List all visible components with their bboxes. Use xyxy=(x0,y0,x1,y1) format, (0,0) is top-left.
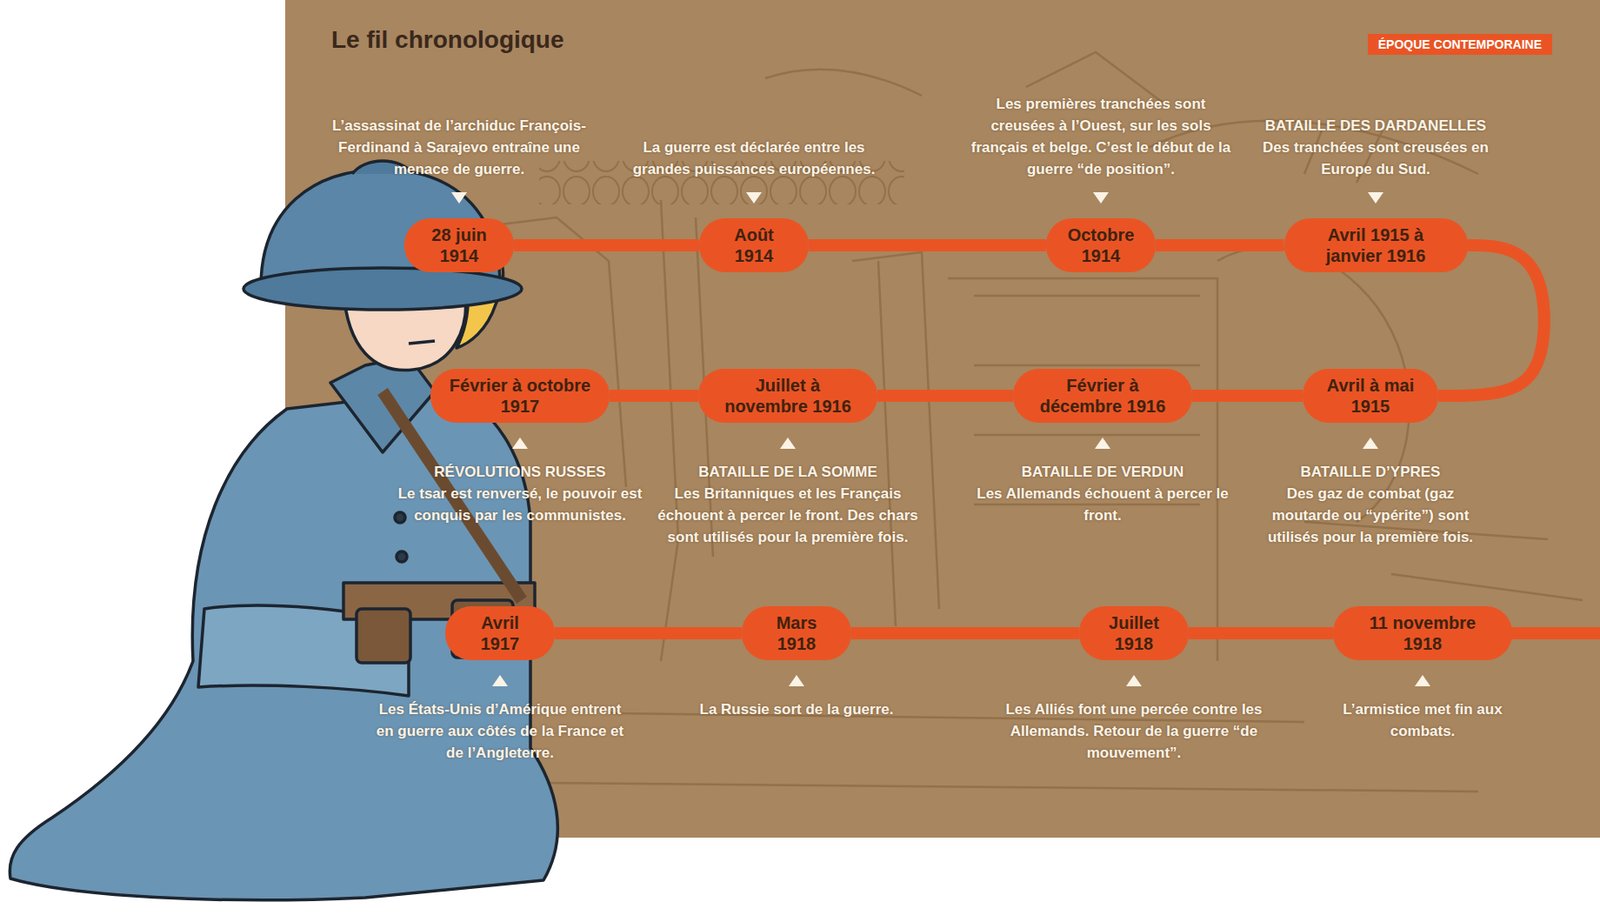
event-text: Le tsar est renversé, le pouvoir est con… xyxy=(393,482,647,527)
event-description: BATAILLE DE LA SOMMELes Britanniques et … xyxy=(653,460,923,548)
date-text: Août 1914 xyxy=(714,224,794,267)
timeline-link xyxy=(877,389,1014,402)
event-text: Des gaz de combat (gaz moutarde ou “ypér… xyxy=(1253,482,1488,548)
event-text: Les Allemands échouent à percer le front… xyxy=(976,482,1229,527)
timeline-link xyxy=(1155,239,1285,252)
event-heading: BATAILLE DES DARDANELLES xyxy=(1245,114,1507,137)
event-heading: RÉVOLUTIONS RUSSES xyxy=(393,460,647,483)
pouch xyxy=(356,608,411,663)
date-text: Février à décembre 1916 xyxy=(1028,374,1177,417)
event-description: La guerre est déclarée entre les grandes… xyxy=(623,136,885,180)
date-pill: Juillet 1918Les Alliés font une percée c… xyxy=(1079,606,1189,660)
pointer-triangle xyxy=(512,437,528,449)
timeline-link xyxy=(513,239,700,252)
date-pill: Août 1914La guerre est déclarée entre le… xyxy=(699,218,809,273)
date-pill: Juillet à novembre 1916BATAILLE DE LA SO… xyxy=(698,368,878,423)
event-description: BATAILLE DE VERDUNLes Allemands échouent… xyxy=(976,460,1229,527)
event-description: Les Alliés font une percée contre les Al… xyxy=(1003,698,1265,764)
event-description: BATAILLE DES DARDANELLESDes tranchées so… xyxy=(1245,114,1507,180)
pointer-triangle xyxy=(780,437,796,449)
button xyxy=(394,512,406,523)
date-pill: Mars 1918La Russie sort de la guerre. xyxy=(741,606,852,660)
date-pill: Février à octobre 1917RÉVOLUTIONS RUSSES… xyxy=(430,368,610,423)
event-text: La guerre est déclarée entre les grandes… xyxy=(623,136,885,180)
pointer-triangle xyxy=(1367,192,1384,204)
label-group: ÉPOQUE CONTEMPORAINE xyxy=(1367,33,1553,55)
timeline-link xyxy=(609,389,699,402)
date-text: Mars 1918 xyxy=(757,612,836,654)
pointer-triangle xyxy=(1362,437,1379,449)
event-text: Des tranchées sont creusées en Europe du… xyxy=(1245,136,1507,180)
timeline-link xyxy=(808,239,1047,252)
date-text: Février à octobre 1917 xyxy=(446,374,594,417)
pointer-triangle xyxy=(1093,192,1109,204)
date-pill: 11 novembre 1918L’armistice met fin aux … xyxy=(1333,606,1513,660)
helmet-brim xyxy=(243,267,522,310)
event-description: RÉVOLUTIONS RUSSESLe tsar est renversé, … xyxy=(393,460,647,527)
diagram-title: Le fil chronologique xyxy=(331,26,565,54)
date-text: 11 novembre 1918 xyxy=(1348,612,1497,654)
panel xyxy=(285,0,1600,838)
timeline-link xyxy=(1192,389,1303,402)
event-heading: BATAILLE DE VERDUN xyxy=(976,460,1229,483)
event-text: L’armistice met fin aux combats. xyxy=(1309,698,1536,742)
event-text: Les États-Unis d’Amérique entrent en gue… xyxy=(369,698,631,764)
event-description: La Russie sort de la guerre. xyxy=(683,698,910,720)
event-heading: BATAILLE DE LA SOMME xyxy=(653,460,923,483)
event-description: L’assassinat de l’archiduc François-Ferd… xyxy=(328,114,590,180)
event-description: Les États-Unis d’Amérique entrent en gue… xyxy=(369,698,631,764)
pointer-triangle xyxy=(746,192,762,204)
date-pill: Octobre 1914Les premières tranchées sont… xyxy=(1046,218,1156,273)
date-text: Octobre 1914 xyxy=(1061,224,1140,267)
event-text: L’assassinat de l’archiduc François-Ferd… xyxy=(328,114,590,180)
date-text: Avril 1917 xyxy=(460,612,540,654)
period-tag: ÉPOQUE CONTEMPORAINE xyxy=(1367,33,1553,55)
pointer-triangle xyxy=(1126,674,1142,687)
date-text: Avril 1915 à janvier 1916 xyxy=(1300,224,1453,267)
event-description: BATAILLE D’YPRESDes gaz de combat (gaz m… xyxy=(1253,460,1488,548)
date-pill: Avril à mai 1915BATAILLE D’YPRESDes gaz … xyxy=(1302,368,1439,423)
button xyxy=(396,551,407,562)
event-text: La Russie sort de la guerre. xyxy=(683,698,910,720)
timeline-link xyxy=(554,626,742,640)
timeline-link xyxy=(851,626,1080,640)
mouth xyxy=(408,340,435,344)
pointer-triangle xyxy=(451,192,467,204)
date-text: Avril à mai 1915 xyxy=(1318,374,1423,417)
pointer-triangle xyxy=(788,674,805,687)
date-pill: Avril 1917Les États-Unis d’Amérique entr… xyxy=(445,606,555,660)
date-pill: 28 juin 1914L’assassinat de l’archiduc F… xyxy=(404,218,514,273)
pointer-triangle xyxy=(1414,674,1431,687)
event-text: Les premières tranchées sont creusées à … xyxy=(966,93,1236,180)
event-text: Les Britanniques et les Français échouen… xyxy=(653,482,923,548)
date-pill: Février à décembre 1916BATAILLE DE VERDU… xyxy=(1013,368,1193,423)
pointer-triangle xyxy=(1094,437,1111,449)
event-description: L’armistice met fin aux combats. xyxy=(1309,698,1536,742)
event-text: Les Alliés font une percée contre les Al… xyxy=(1003,698,1265,764)
trench-sketch xyxy=(486,52,1583,792)
date-text: Juillet 1918 xyxy=(1094,612,1174,654)
event-description: Les premières tranchées sont creusées à … xyxy=(966,93,1236,180)
date-text: Juillet à novembre 1916 xyxy=(713,374,862,417)
timeline-link xyxy=(1188,626,1334,640)
date-pill: Avril 1915 à janvier 1916BATAILLE DES DA… xyxy=(1284,218,1468,273)
event-heading: BATAILLE D’YPRES xyxy=(1253,460,1488,483)
pointer-triangle xyxy=(492,674,508,687)
date-text: 28 juin 1914 xyxy=(420,224,499,267)
